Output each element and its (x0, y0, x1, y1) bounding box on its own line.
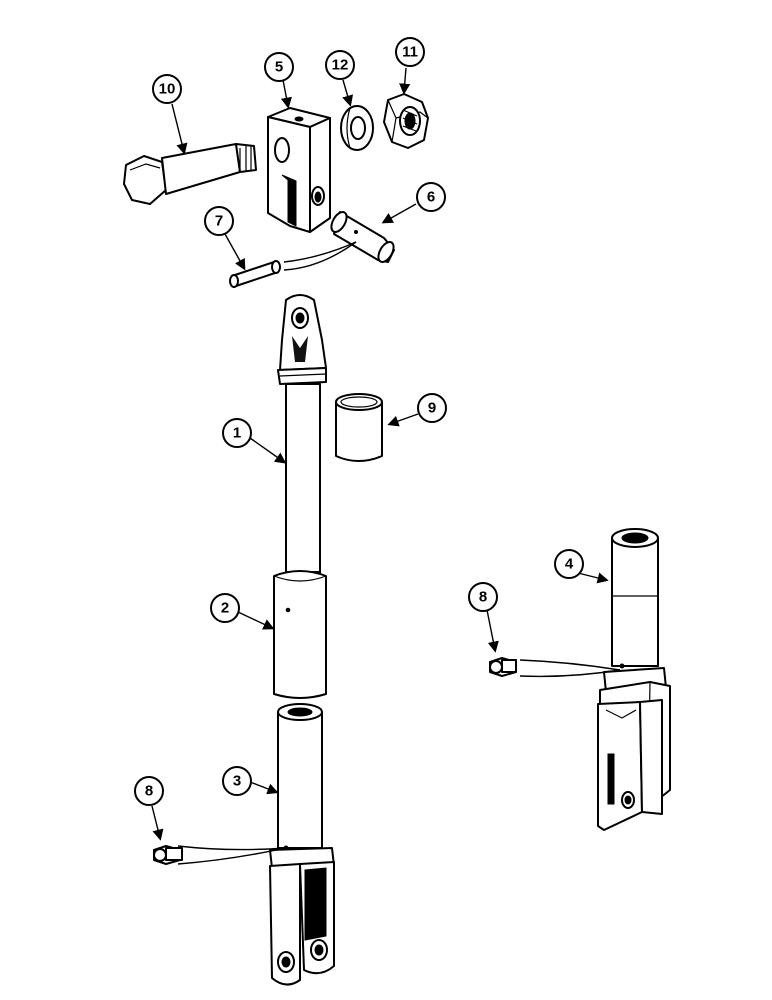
grease-fitting-part-8-left (153, 845, 183, 865)
callout-2: 2 (210, 593, 240, 623)
callout-label-11: 11 (402, 44, 418, 61)
roll-pin-part-7 (229, 260, 281, 288)
callout-label-3: 3 (233, 773, 241, 790)
callout-8a: 8 (134, 776, 164, 806)
callout-label-8a: 8 (145, 783, 153, 800)
bushing-part-9 (335, 393, 383, 462)
callout-1: 1 (222, 418, 252, 448)
callout-label-9: 9 (428, 400, 436, 417)
callout-3: 3 (222, 766, 252, 796)
callout-10: 10 (152, 74, 182, 104)
callout-label-2: 2 (221, 600, 229, 617)
lower-tube-part-3 (269, 703, 335, 986)
callout-label-7: 7 (215, 213, 223, 230)
callout-label-12: 12 (332, 57, 349, 74)
threaded-rod-part-1 (277, 294, 327, 585)
fan-leaders (177, 241, 621, 865)
callout-label-10: 10 (159, 81, 176, 98)
grease-fitting-part-8-right (489, 657, 517, 677)
callout-8b: 8 (468, 582, 498, 612)
callout-5: 5 (264, 52, 294, 82)
bolt-part-10 (123, 143, 257, 205)
callout-label-1: 1 (233, 425, 241, 442)
callout-11: 11 (395, 37, 425, 67)
pin-part-6 (330, 211, 395, 263)
callout-label-8b: 8 (479, 589, 487, 606)
callout-9: 9 (417, 393, 447, 423)
sleeve-part-2 (273, 570, 327, 699)
callout-7: 7 (204, 206, 234, 236)
callout-label-5: 5 (275, 59, 283, 76)
callout-6: 6 (416, 182, 446, 212)
clevis-block-part-5 (267, 107, 331, 233)
callout-label-6: 6 (427, 189, 435, 206)
washer-part-12 (340, 105, 374, 151)
callout-12: 12 (325, 50, 355, 80)
callout-4: 4 (554, 549, 584, 579)
callout-label-4: 4 (565, 556, 574, 573)
rod-end-part-4 (597, 528, 671, 831)
nut-part-11 (383, 93, 429, 149)
